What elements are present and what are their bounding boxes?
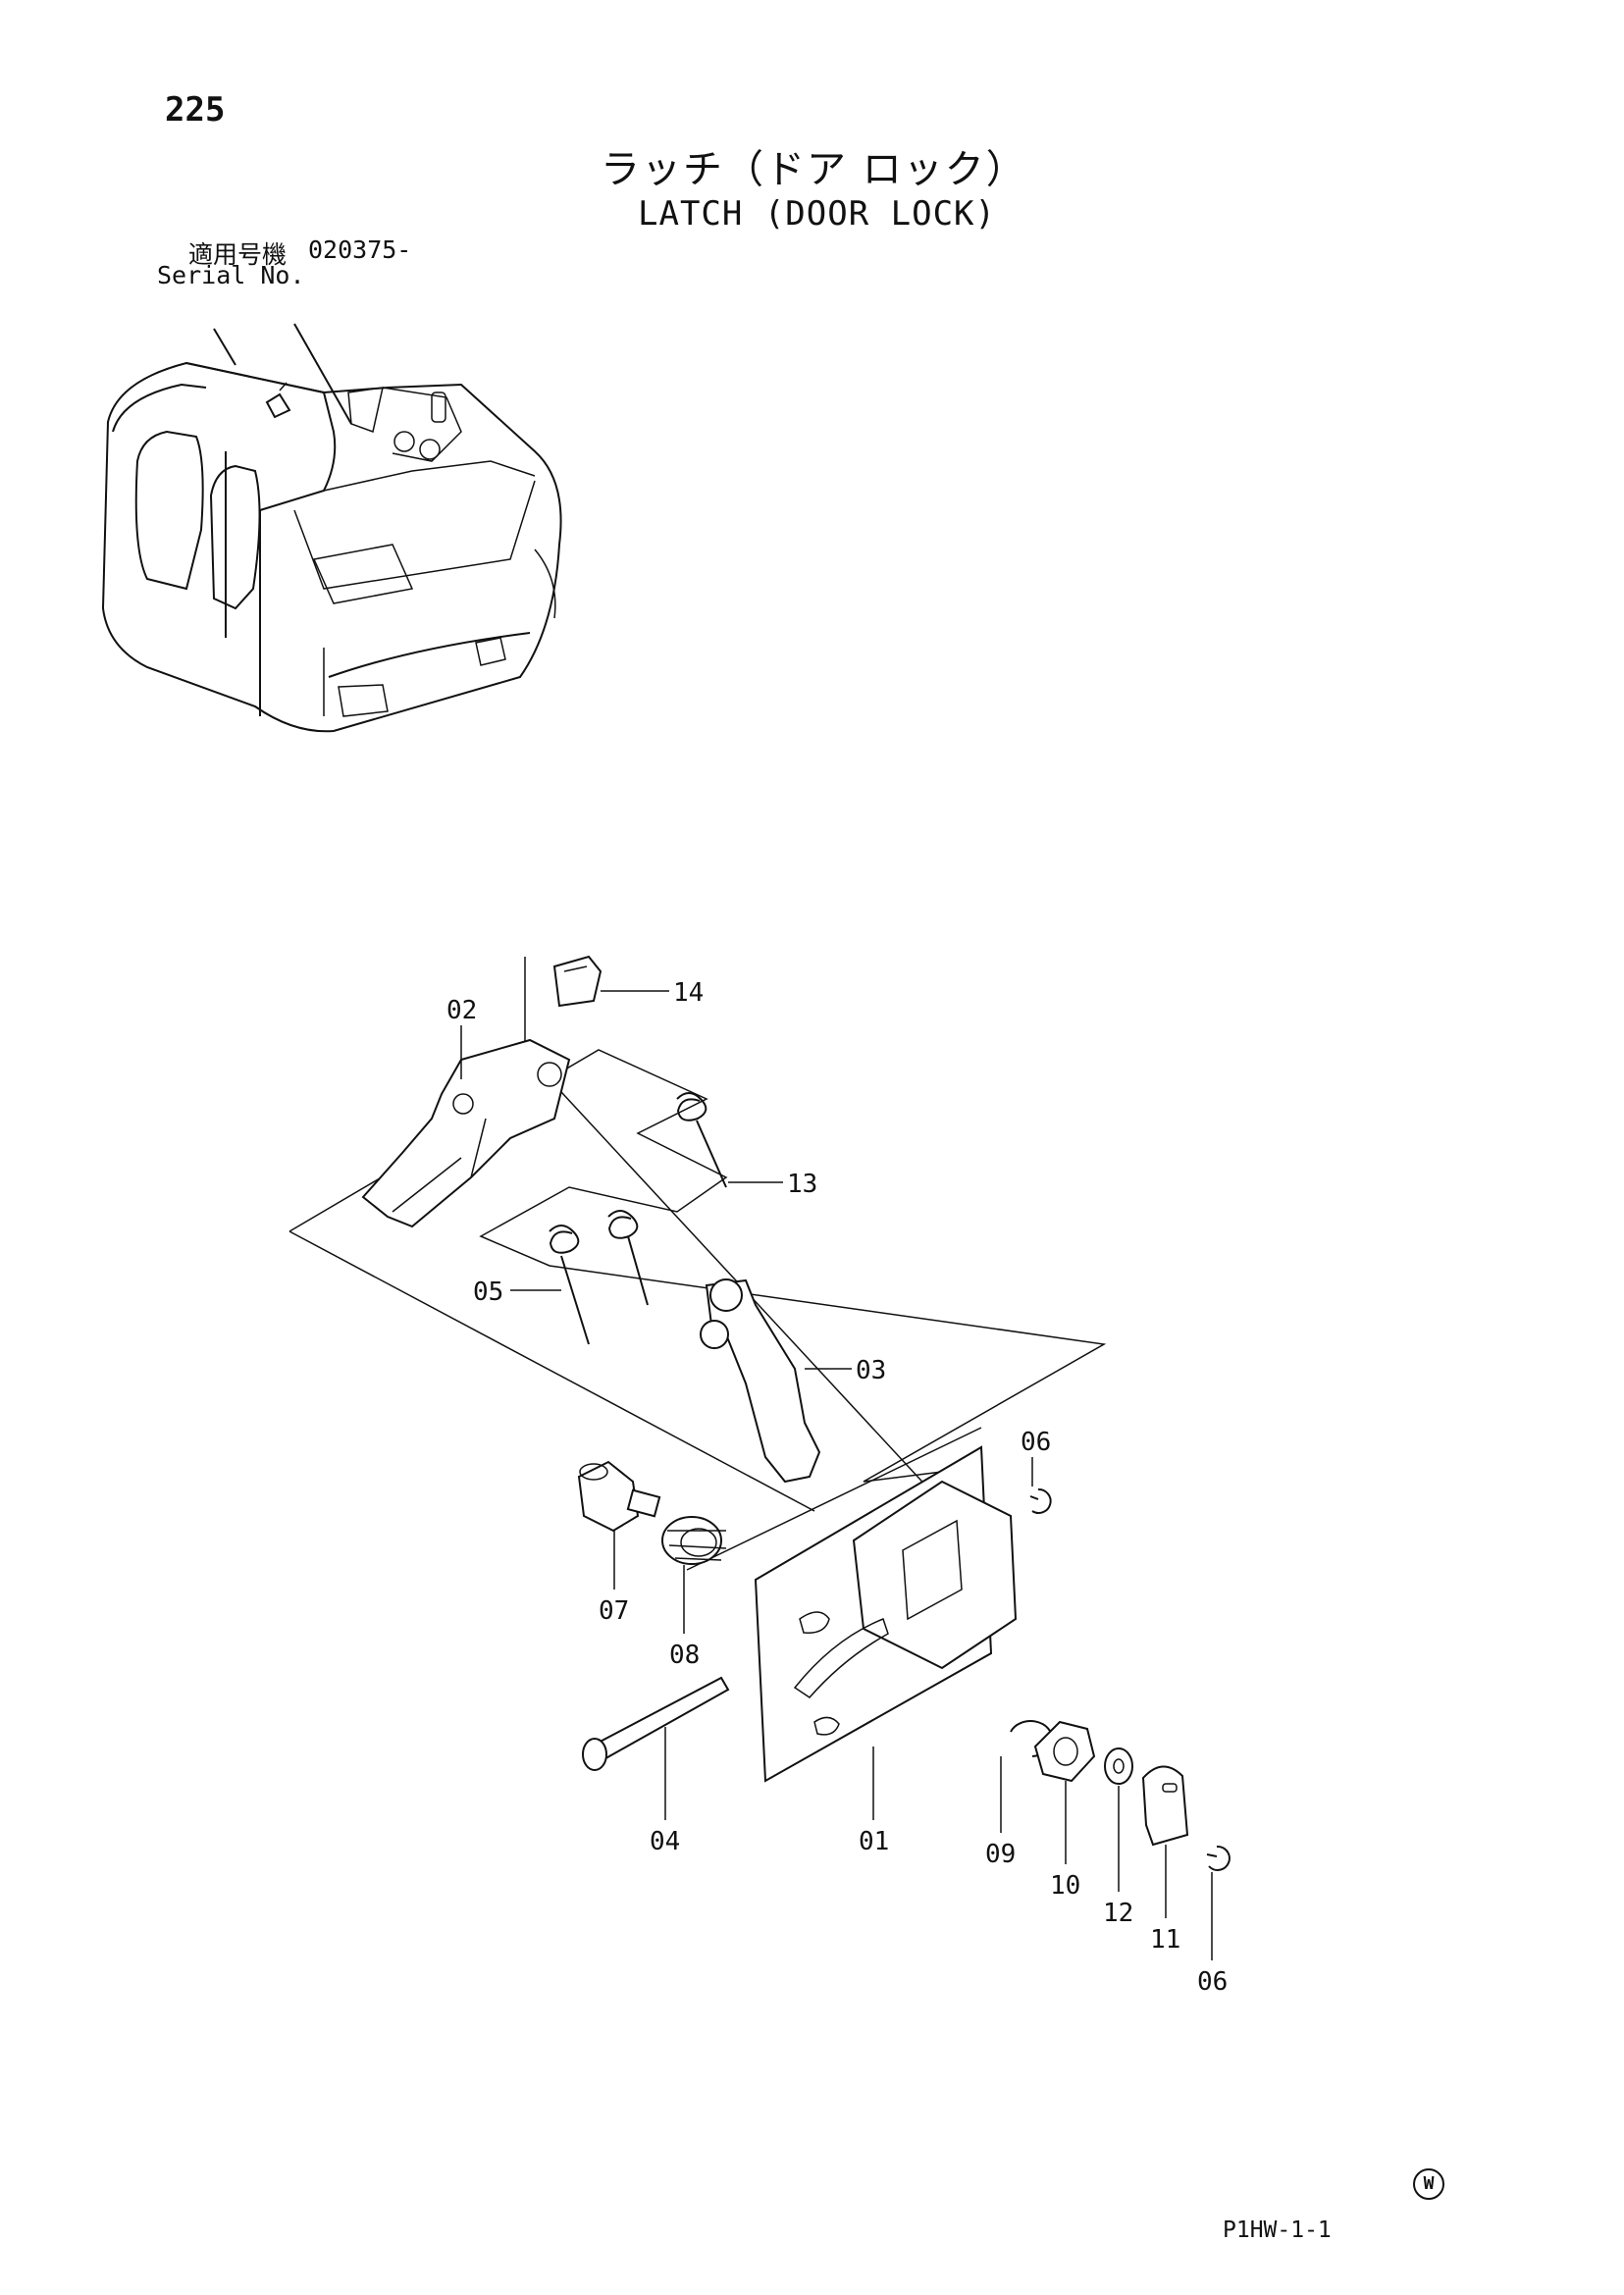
callout-05: 05 <box>473 1278 503 1307</box>
serial-number-value: 020375- <box>308 235 412 264</box>
part-e-ring-06-lower <box>1206 1845 1231 1871</box>
callout-03: 03 <box>856 1356 886 1385</box>
part-spring-cylinder-08 <box>661 1516 727 1565</box>
part-washer-12 <box>1104 1747 1133 1785</box>
part-pawl-03 <box>700 1278 821 1484</box>
callout-06-lower: 06 <box>1197 1967 1228 1997</box>
part-e-ring-06-upper <box>1029 1487 1052 1514</box>
part-cylinder-07 <box>577 1460 661 1533</box>
callout-08: 08 <box>669 1641 700 1670</box>
callout-13: 13 <box>787 1170 817 1199</box>
part-spring-05 <box>549 1210 649 1345</box>
part-base-plate-01 <box>754 1445 1018 1783</box>
serial-label-japanese: 適用号機 <box>188 240 288 269</box>
callout-01: 01 <box>859 1827 889 1856</box>
title-japanese: ラッチ（ドア ロック） <box>601 147 1027 192</box>
callout-10: 10 <box>1050 1871 1080 1901</box>
callout-12: 12 <box>1103 1899 1133 1928</box>
w-circle-mark: W <box>1413 2168 1444 2200</box>
serial-label-english: Serial No. <box>157 261 305 289</box>
part-pin-04 <box>582 1676 730 1771</box>
callout-09: 09 <box>985 1840 1016 1869</box>
callout-14: 14 <box>673 978 704 1008</box>
document-code: P1HW-1-1 <box>1223 2217 1332 2243</box>
page-number: 225 <box>165 90 226 130</box>
part-spring-13 <box>676 1092 727 1188</box>
callout-02: 02 <box>446 996 477 1025</box>
callout-06-upper: 06 <box>1021 1428 1051 1457</box>
callout-labels: 02 14 13 05 03 06 07 08 04 01 09 10 12 1… <box>446 978 1228 1997</box>
callout-04: 04 <box>650 1827 680 1856</box>
reference-outline <box>288 957 1107 1571</box>
callout-07: 07 <box>599 1596 629 1626</box>
callout-11: 11 <box>1150 1925 1180 1955</box>
part-clip-14 <box>552 955 602 1008</box>
part-lever-02 <box>361 1038 571 1228</box>
part-nut-10 <box>1033 1720 1096 1783</box>
title-english: LATCH (DOOR LOCK) <box>638 194 996 234</box>
leader-lines <box>460 990 1213 1960</box>
part-stopper-11 <box>1141 1765 1189 1847</box>
excavator-cab-illustration <box>101 323 562 733</box>
